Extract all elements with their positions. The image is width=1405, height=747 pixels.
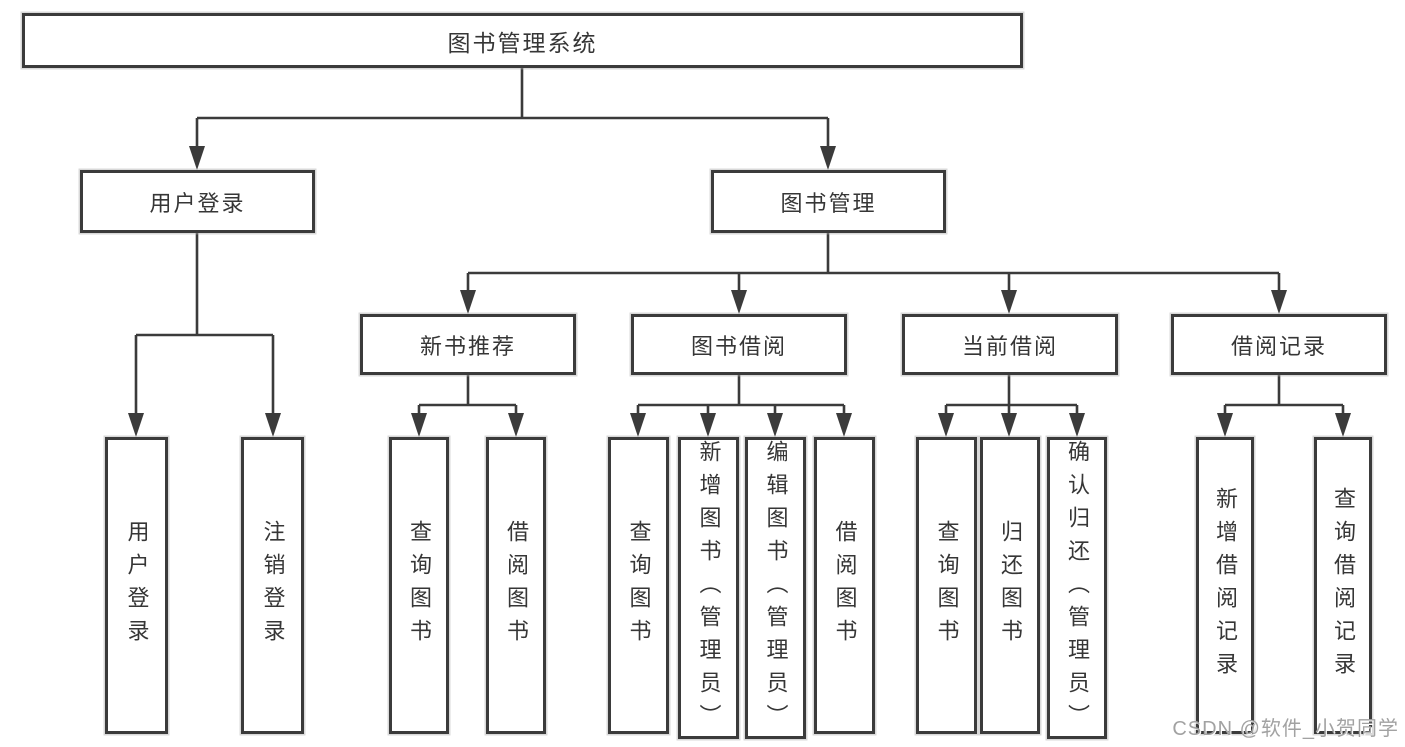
leaf-label: 新增借阅记录 — [1213, 486, 1238, 685]
node-label: 当前借阅 — [961, 333, 1058, 359]
leaf-user-login: 用户登录 — [105, 437, 168, 734]
leaf-label: 借阅图书 — [832, 519, 858, 652]
leaf-confirm-return-admin: 确认归还（管理员） — [1047, 437, 1107, 739]
leaf-add-books-admin: 新增图书（管理员） — [678, 437, 739, 739]
leaf-logout: 注销登录 — [241, 437, 304, 734]
leaf-label: 查询借阅记录 — [1331, 486, 1356, 685]
node-label: 图书管理系统 — [447, 29, 598, 56]
node-label: 用户登录 — [149, 190, 246, 216]
arrowheads — [128, 146, 1351, 437]
leaf-label: 查询图书 — [934, 519, 960, 652]
csdn-watermark: CSDN @软件_小贺同学 — [1172, 718, 1399, 740]
leaf-add-borrow-record: 新增借阅记录 — [1196, 437, 1254, 734]
leaf-label: 归还图书 — [998, 519, 1023, 652]
leaf-edit-books-admin: 编辑图书（管理员） — [745, 437, 806, 739]
leaf-borrow-books: 借阅图书 — [814, 437, 875, 734]
leaf-label: 查询图书 — [626, 519, 652, 652]
leaf-query-books-recommend: 查询图书 — [389, 437, 449, 734]
leaf-label: 确认归还（管理员） — [1065, 440, 1090, 737]
node-label: 图书管理 — [780, 190, 877, 216]
leaf-label: 查询图书 — [407, 519, 432, 652]
leaf-query-books-current: 查询图书 — [916, 437, 977, 734]
leaf-borrow-books-recommend: 借阅图书 — [486, 437, 546, 734]
node-user-login: 用户登录 — [80, 170, 315, 233]
leaf-label: 编辑图书（管理员） — [763, 440, 789, 737]
node-book-borrow: 图书借阅 — [631, 314, 847, 375]
node-book-management: 图书管理 — [711, 170, 946, 233]
node-label: 图书借阅 — [690, 333, 787, 359]
leaf-return-books: 归还图书 — [980, 437, 1040, 734]
leaf-label: 注销登录 — [260, 519, 286, 652]
leaf-query-books-borrow: 查询图书 — [608, 437, 669, 734]
node-borrow-records: 借阅记录 — [1171, 314, 1387, 375]
node-new-book-recommend: 新书推荐 — [360, 314, 576, 375]
node-label: 借阅记录 — [1230, 333, 1327, 359]
node-library-management-system: 图书管理系统 — [22, 13, 1023, 68]
node-label: 新书推荐 — [419, 333, 516, 359]
leaf-label: 用户登录 — [124, 519, 150, 652]
node-current-borrow: 当前借阅 — [902, 314, 1118, 375]
leaf-query-borrow-record: 查询借阅记录 — [1314, 437, 1372, 734]
leaf-label: 借阅图书 — [504, 519, 529, 652]
leaf-label: 新增图书（管理员） — [696, 440, 722, 737]
